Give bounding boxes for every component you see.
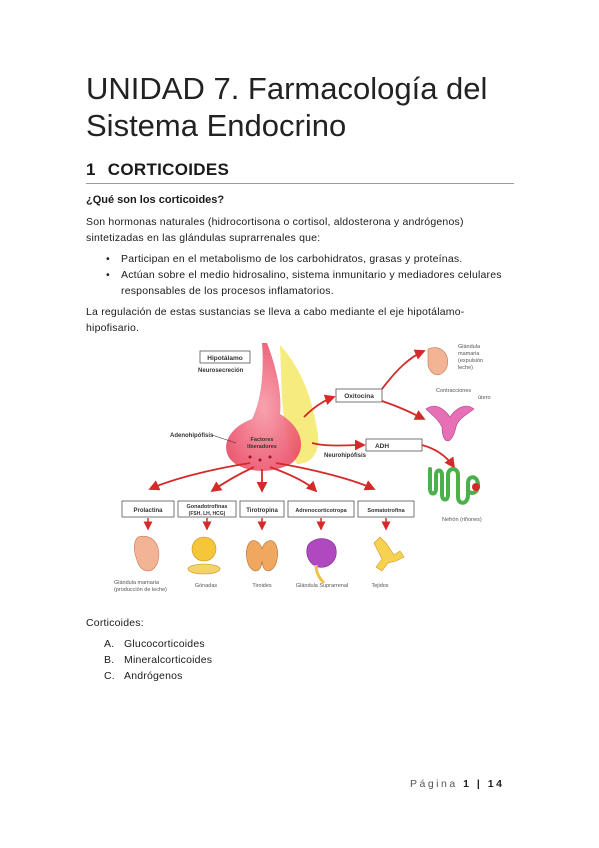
adenohipofisis-label: Adenohipófisis [170, 433, 214, 439]
target-gonadas: Gónadas [195, 583, 218, 589]
section-heading: 1 CORTICOIDES [86, 160, 514, 184]
factores-label-1: Factores [251, 437, 274, 443]
uterus-icon [425, 405, 475, 442]
footer-total: 14 [487, 778, 505, 790]
page-title: UNIDAD 7. Farmacología del Sistema Endoc… [86, 71, 488, 143]
corticoids-list: A.Glucocorticoides B.Mineralcorticoides … [104, 636, 212, 684]
list-text: Mineralcorticoides [124, 654, 213, 666]
section-title: CORTICOIDES [107, 160, 230, 179]
hormone-box-gonadotrofinas [177, 500, 237, 518]
adrenal-icon [306, 538, 337, 568]
hormone-tirotropina: Tirotropina [246, 508, 278, 514]
target-tiroides: Tiroides [252, 583, 272, 589]
intro-paragraph: Son hormonas naturales (hidrocortisona o… [86, 216, 464, 244]
list-letter: A. [104, 638, 115, 650]
target-tejidos: Tejidos [371, 583, 388, 589]
thyroid-icon [246, 540, 278, 572]
neurohipofisis-label: Neurohipófisis [324, 453, 367, 459]
regulation-paragraph: La regulación de estas sustancias se lle… [86, 306, 465, 334]
gonads-icon [191, 536, 217, 562]
hormone-prolactina: Prolactina [133, 508, 163, 514]
hormone-adrenocorticotropa: Adrenocorticotropa [295, 508, 347, 514]
target-mamaria-2: (producción de leche) [114, 587, 167, 593]
oxitocina-box [335, 388, 383, 403]
glandula-top-3: (expulsión [458, 358, 483, 364]
footer-page: 1 [463, 778, 472, 790]
glandula-top-4: leche) [458, 365, 473, 371]
mammary-gland-top-icon [427, 347, 448, 376]
adh-label: ADH [375, 443, 389, 450]
factores-label-2: liberadores [247, 444, 277, 450]
glandula-top-2: mamaria [458, 351, 480, 357]
hormone-box-adrenocorticotropa [287, 500, 355, 518]
hormone-box-prolactina [121, 500, 175, 518]
hormone-box-tirotropina [239, 500, 285, 518]
question-heading: ¿Qué son los corticoides? [86, 194, 225, 206]
list-text: Glucocorticoides [124, 638, 205, 650]
hormone-box-somatotrofina [357, 500, 415, 518]
list-item: B. Mineralcorticoides [104, 652, 212, 668]
hormone-somatotrofina: Somatotrofina [367, 508, 405, 514]
hipotalamo-label: Hipotálamo [207, 355, 242, 362]
neurosecrecion-label: Neurosecreción [198, 368, 244, 374]
corticoids-label: Corticoides: [86, 617, 144, 629]
page-footer: Página 1 | 14 [410, 778, 505, 790]
bullet-item: Actúan sobre el medio hidrosalino, siste… [106, 267, 516, 299]
contracciones-2: útero [478, 395, 491, 401]
list-item: C. Andrógenos [104, 668, 212, 684]
bullet-list: Participan en el metabolismo de los carb… [106, 251, 516, 299]
nephron-icon [428, 467, 481, 505]
footer-label: Página [410, 778, 458, 790]
hipotalamo-box [199, 350, 251, 364]
mammary-gland-icon [133, 535, 160, 572]
list-text: Andrógenos [124, 670, 183, 682]
adenohypophysis-shape [226, 343, 302, 471]
section-number: 1 [86, 160, 96, 179]
list-item: A. Glucocorticoides [104, 636, 212, 652]
gonado-sub: (FSH, LH, HCG) [189, 511, 226, 517]
target-mamaria-1: Glándula mamaria [114, 580, 160, 586]
hormone-gonadotrofinas: Gonadotrofinas [187, 504, 228, 510]
glandula-top-1: Glándula [458, 344, 481, 350]
target-suprarrenal: Glándula Suprarrenal [296, 583, 348, 589]
nefron-label: Nefrón (riñones) [442, 517, 482, 523]
contracciones-1: Contracciones [436, 388, 471, 394]
list-letter: C. [104, 670, 115, 682]
list-letter: B. [104, 654, 115, 666]
oxitocina-label: Oxitocina [344, 393, 374, 400]
bullet-item: Participan en el metabolismo de los carb… [106, 251, 516, 267]
hypothalamic-pituitary-diagram: Hipotálamo Neurosecreción Adenohipófisis… [114, 343, 491, 593]
bone-tissue-icon [373, 536, 405, 572]
